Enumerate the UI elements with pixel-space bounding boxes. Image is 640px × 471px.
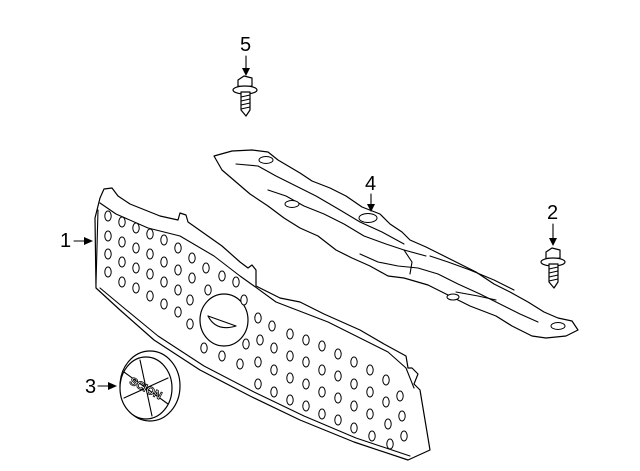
leader-arrow-3: [97, 382, 117, 390]
bolt-icon[interactable]: [232, 75, 258, 117]
callout-2: 2: [547, 202, 559, 224]
emblem-icon[interactable]: SCION: [119, 350, 181, 422]
callout-3: 3: [85, 376, 97, 398]
bolt-icon[interactable]: [540, 247, 566, 289]
upper-cover-icon[interactable]: [213, 149, 579, 339]
leader-arrow-1: [73, 237, 93, 245]
grille-icon[interactable]: [94, 187, 431, 461]
callout-1: 1: [60, 230, 72, 252]
leader-arrow-4: [367, 193, 375, 212]
callout-4: 4: [365, 173, 377, 195]
callout-5: 5: [240, 34, 252, 56]
leader-arrow-2: [549, 223, 557, 246]
leader-arrow-5: [242, 55, 250, 76]
